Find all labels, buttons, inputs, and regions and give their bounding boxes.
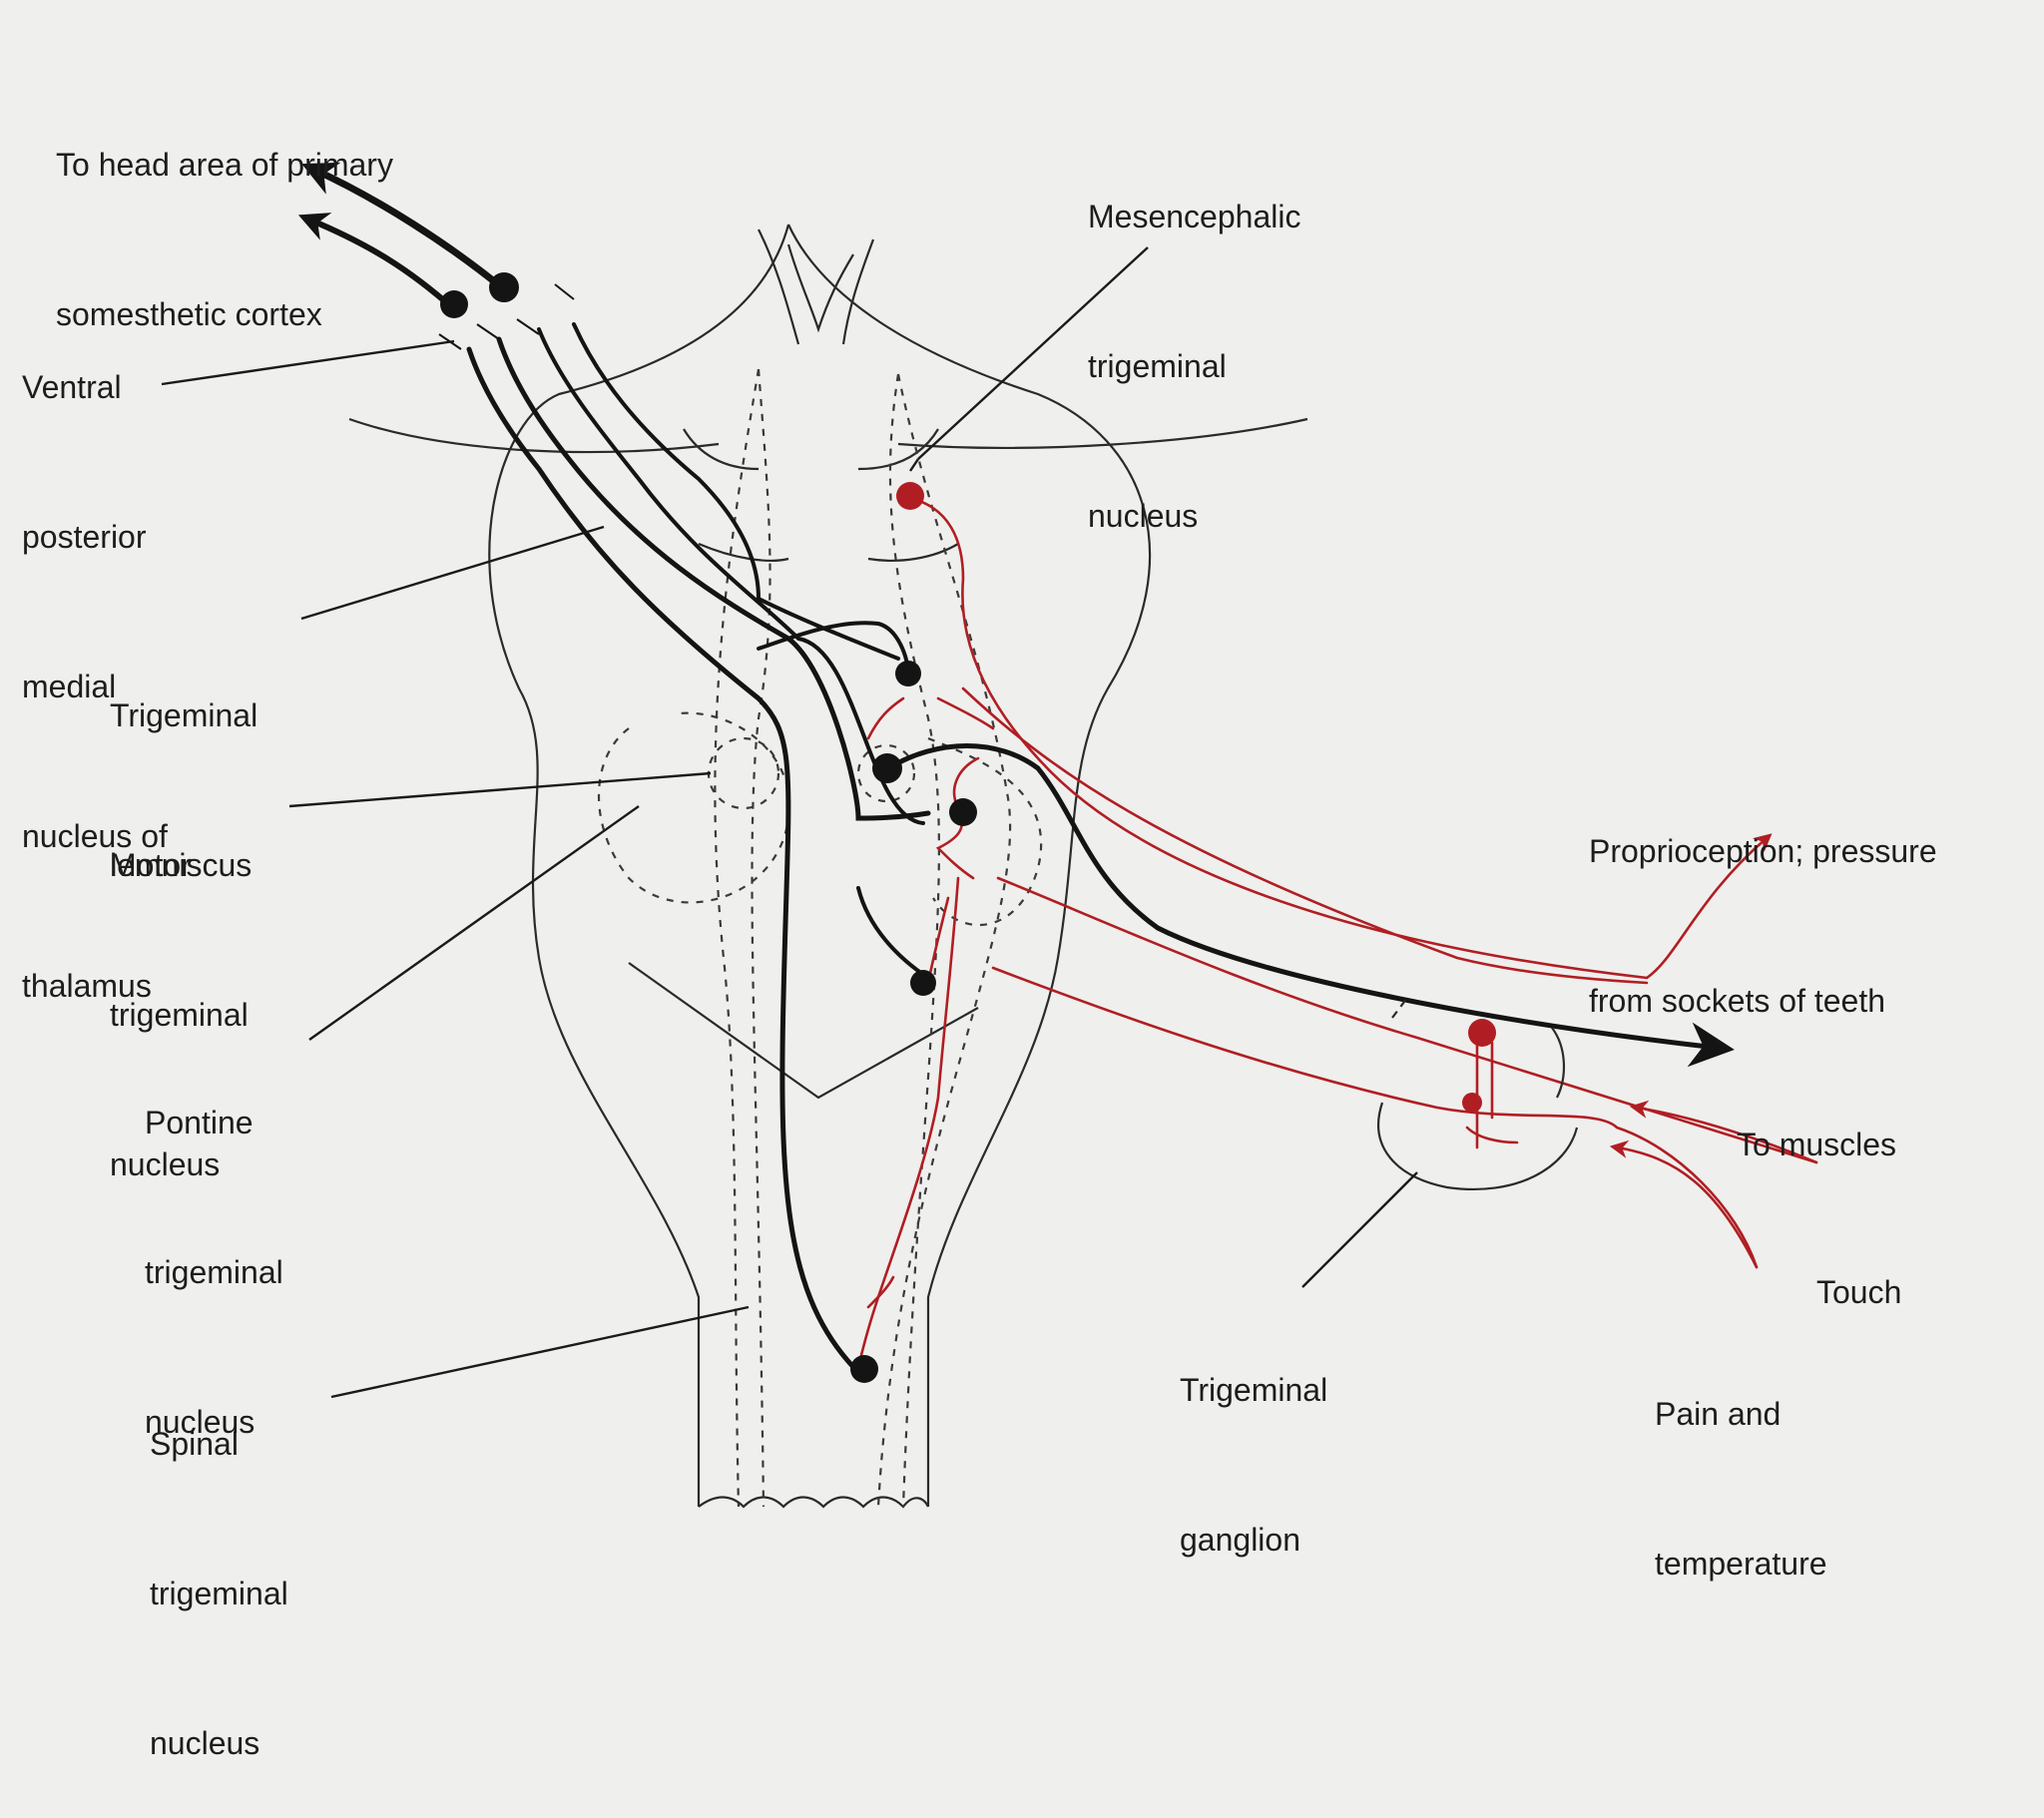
label-trigeminal-lemniscus: Trigeminal lemniscus bbox=[110, 697, 258, 883]
label-mesencephalic-trigeminal-nucleus: Mesencephalic trigeminal nucleus bbox=[1088, 199, 1301, 534]
leader-vpm bbox=[161, 339, 455, 386]
leader-motor-nucleus bbox=[288, 771, 712, 808]
leader-ganglion bbox=[1301, 1171, 1418, 1288]
label-motor-trigeminal-nucleus: Motor trigeminal nucleus bbox=[110, 847, 249, 1182]
neuron-cell-body-icon bbox=[895, 661, 921, 686]
neuron-cell-bodies bbox=[440, 272, 1496, 1383]
diagram-drawing bbox=[161, 162, 1818, 1509]
motor-pathway bbox=[297, 162, 1735, 1370]
label-proprioception: Proprioception; pressure from sockets of… bbox=[1589, 833, 1937, 1019]
label-to-muscles: To muscles bbox=[1737, 1127, 1897, 1162]
neuron-cell-body-icon bbox=[440, 290, 468, 318]
label-touch: Touch bbox=[1816, 1274, 1902, 1310]
neuron-cell-body-icon bbox=[1462, 1093, 1482, 1113]
trigeminal-pathways-diagram: To head area of primary somesthetic cort… bbox=[22, 147, 1937, 1761]
neuron-cell-body-icon bbox=[896, 482, 924, 510]
label-cortex: To head area of primary somesthetic cort… bbox=[56, 147, 393, 332]
leader-pontine bbox=[308, 805, 640, 1041]
nucleus-columns-dashed bbox=[597, 368, 1043, 1508]
label-spinal-trigeminal-nucleus: Spinal trigeminal nucleus bbox=[150, 1426, 288, 1761]
trigeminal-ganglion-outline bbox=[1377, 997, 1579, 1191]
neuron-cell-body-icon bbox=[872, 753, 902, 783]
label-pontine-trigeminal-nucleus: Pontine trigeminal nucleus bbox=[145, 1105, 283, 1440]
leader-mesencephalic-tip bbox=[909, 458, 919, 472]
neuron-cell-body-icon bbox=[910, 970, 936, 996]
neuron-cell-body-icon bbox=[1468, 1019, 1496, 1047]
neuron-cell-body-icon bbox=[489, 272, 519, 302]
neuron-cell-body-icon bbox=[949, 798, 977, 826]
leader-lines bbox=[161, 246, 1418, 1399]
label-pain-and-temperature: Pain and temperature bbox=[1655, 1396, 1827, 1582]
neuron-cell-body-icon bbox=[850, 1355, 878, 1383]
label-trigeminal-ganglion: Trigeminal ganglion bbox=[1180, 1372, 1328, 1558]
label-ventral-posterior-medial-nucleus: Ventral posterior medial nucleus of thal… bbox=[22, 369, 168, 1004]
leader-mesencephalic bbox=[917, 246, 1149, 460]
sensory-pathway bbox=[856, 497, 1818, 1369]
leader-lemniscus bbox=[300, 525, 605, 621]
leader-spinal bbox=[330, 1305, 750, 1399]
